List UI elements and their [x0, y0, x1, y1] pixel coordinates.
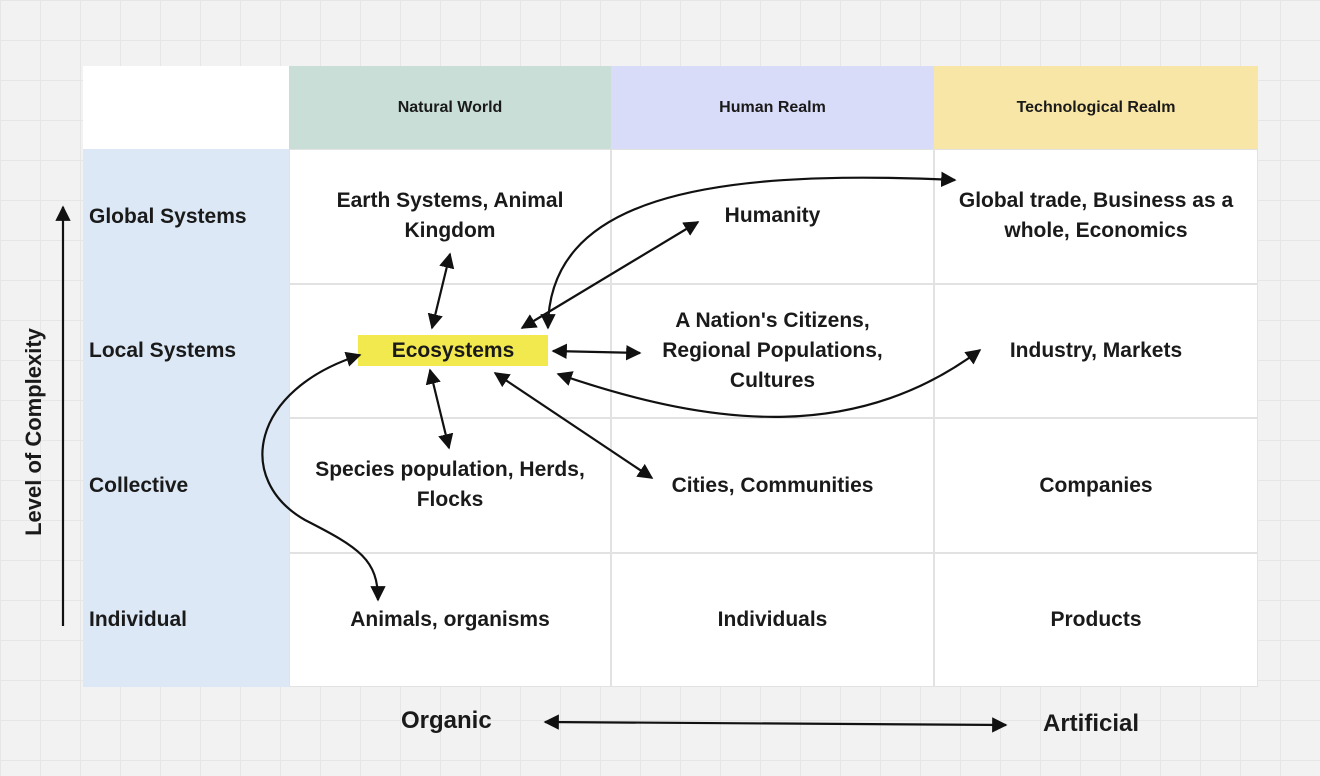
cell-industry-markets: Industry, Markets [934, 284, 1258, 418]
cell-products-text: Products [1050, 608, 1142, 631]
x-axis-left-label: Organic [401, 707, 492, 734]
arrow-ecosystems-animals [261, 351, 386, 602]
cell-companies: Companies [934, 418, 1258, 553]
row-label-global-systems: Global Systems [89, 204, 247, 228]
ecosystems-highlight[interactable]: Ecosystems [358, 335, 548, 366]
cell-cities-communities: Cities, Communities [611, 418, 934, 553]
row-label-local-systems: Local Systems [89, 339, 237, 362]
arrow-ecosystems-industry [556, 349, 982, 418]
cell-animals-organisms: Animals, organisms [289, 553, 611, 687]
cell-individuals: Individuals [611, 553, 934, 687]
row-label-collective: Collective [89, 473, 189, 497]
x-axis-right-label: Artificial [1043, 710, 1140, 737]
ecosystems-label: Ecosystems [391, 338, 515, 362]
arrow-ecosystems-cities [493, 372, 654, 479]
arrow-ecosystems-global-trade [540, 171, 957, 330]
arrow-ecosystems-earth [427, 252, 455, 330]
cell-individuals-text: Individuals [717, 608, 828, 631]
cell-companies-text: Companies [1039, 473, 1153, 497]
cell-global-trade-text: Global trade, Business as a whole, Econo… [958, 189, 1234, 242]
row-label-individual: Individual [89, 608, 188, 631]
column-header-technological-realm: Technological Realm [934, 66, 1258, 149]
arrow-ecosystems-nations [551, 343, 642, 361]
arrow-ecosystems-species [425, 368, 454, 450]
cell-animals-organisms-text: Animals, organisms [350, 608, 550, 631]
column-header-human-realm: Human Realm [611, 66, 934, 149]
cell-industry-markets-text: Industry, Markets [1009, 339, 1183, 362]
cell-cities-communities-text: Cities, Communities [671, 473, 874, 497]
cell-global-trade: Global trade, Business as a whole, Econo… [934, 149, 1258, 284]
column-header-natural-world: Natural World [289, 66, 611, 149]
row-label-band [83, 149, 289, 687]
x-axis-arrow [543, 714, 1008, 733]
cell-earth-systems-text: Earth Systems, Animal Kingdom [336, 189, 564, 242]
cell-products: Products [934, 553, 1258, 687]
corner-cell [83, 66, 289, 149]
